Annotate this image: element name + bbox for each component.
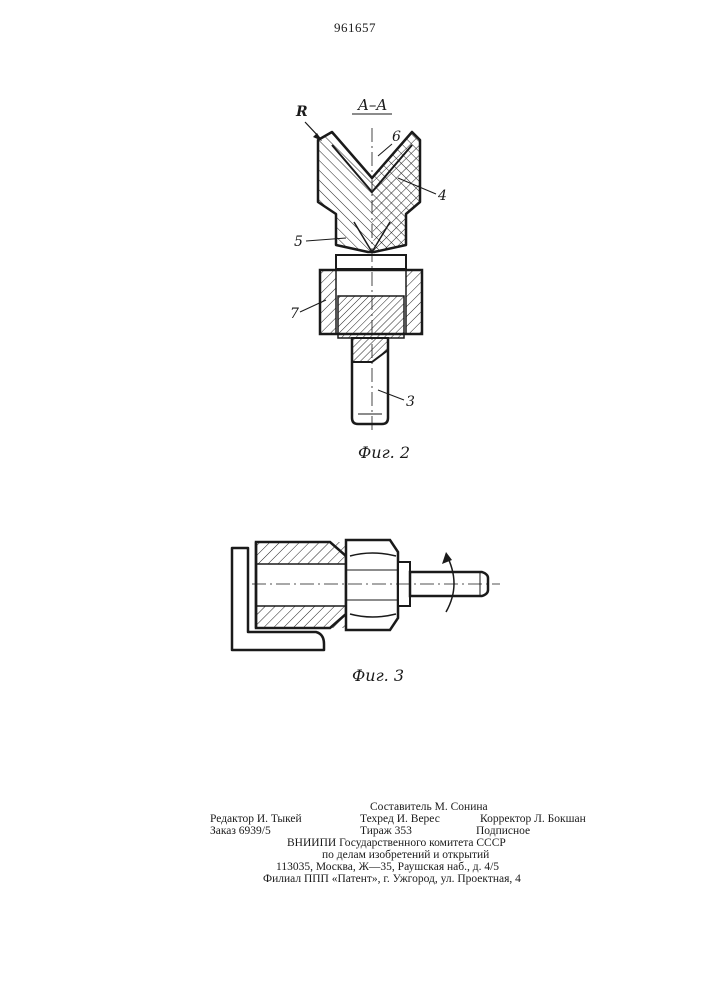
v-block-part-4 [318, 132, 420, 252]
label-part-7: 7 [290, 306, 299, 322]
figure-2: A–A R 6 4 5 7 3 Фиг. 2 [290, 96, 447, 462]
figure-2-caption: Фиг. 2 [358, 443, 410, 462]
hex-nut [346, 540, 398, 630]
label-part-4: 4 [437, 188, 447, 204]
figure-3: Фиг. 3 [232, 540, 500, 685]
label-part-6: 6 [392, 129, 401, 145]
radius-label: R [295, 104, 308, 120]
imprint-branch: Филиал ППП «Патент», г. Ужгород, ул. Про… [263, 873, 521, 886]
imprint-order: Заказ 6939/5 [210, 825, 271, 838]
figure-3-caption: Фиг. 3 [352, 666, 404, 685]
body-intermediate [336, 255, 406, 269]
label-part-3: 3 [406, 394, 415, 410]
nut-part-7 [320, 270, 422, 338]
label-part-5: 5 [294, 234, 303, 250]
shaft-part-3 [352, 338, 388, 424]
sleeve [256, 542, 346, 628]
section-label: A–A [356, 96, 387, 114]
